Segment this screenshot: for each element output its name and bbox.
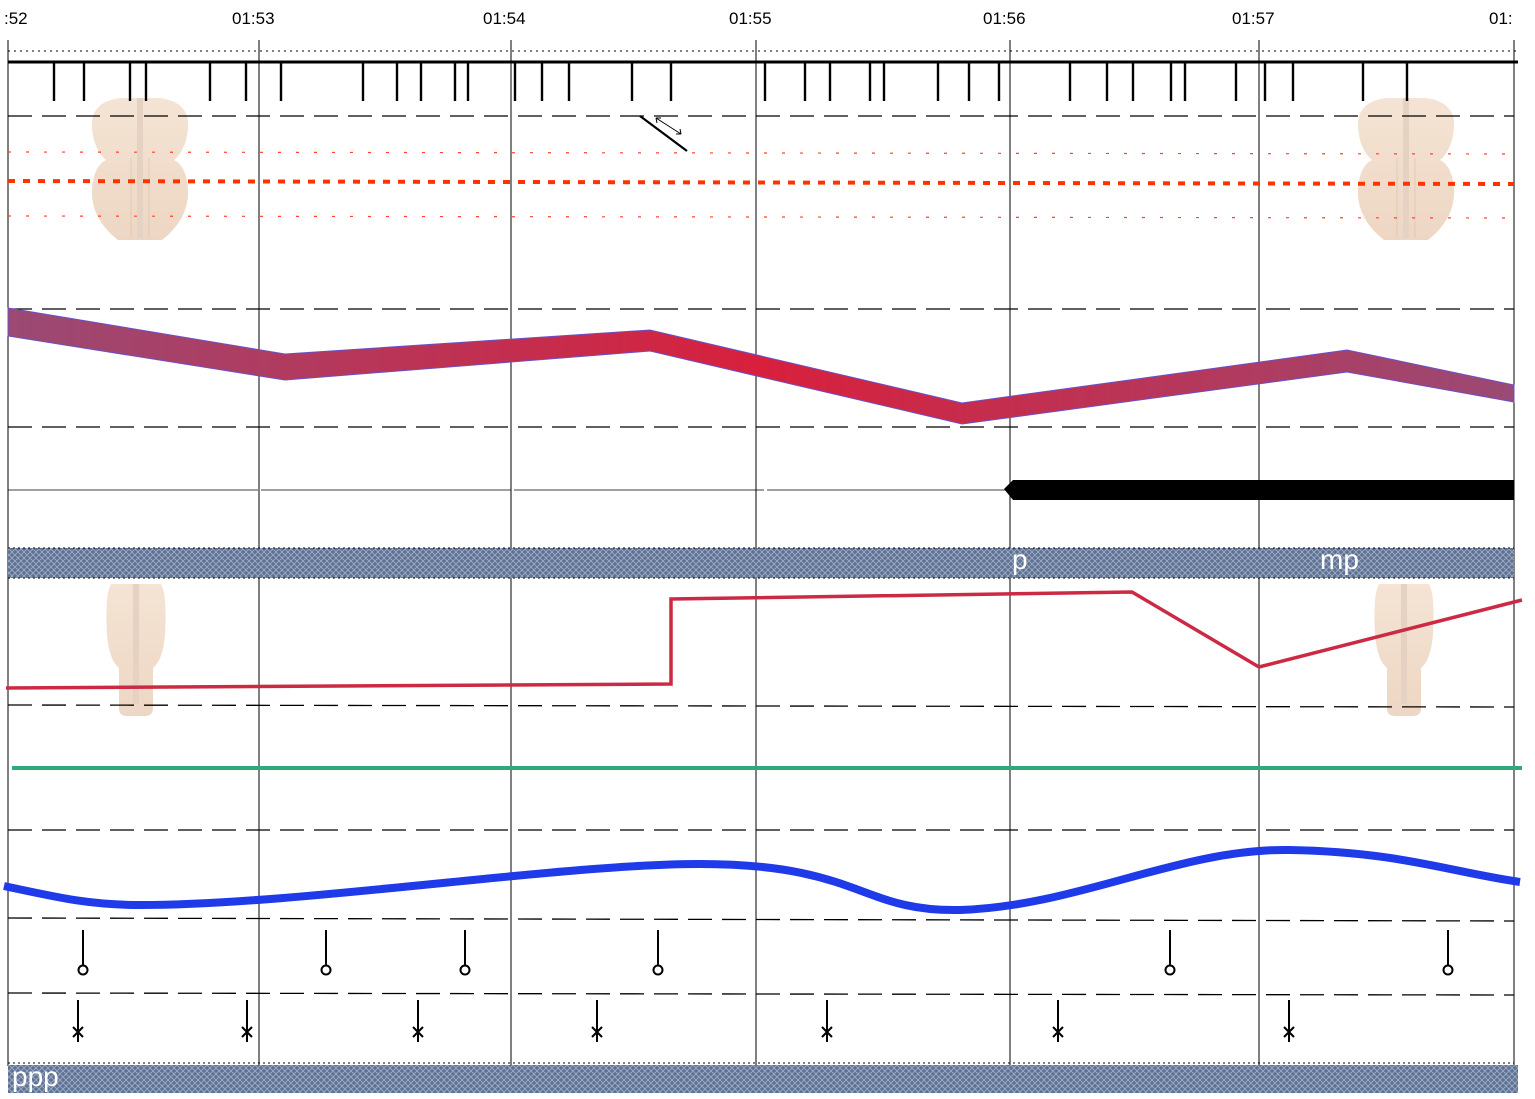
bottom-divider — [8, 1065, 1518, 1093]
dynamic-marking: p — [1012, 544, 1028, 575]
time-label: 01:54 — [483, 9, 526, 28]
time-label: 01:56 — [983, 9, 1026, 28]
time-label: 01: — [1489, 9, 1513, 28]
violin-icon — [91, 97, 189, 241]
time-label: 01:53 — [232, 9, 275, 28]
staff2-dashed-lines — [7, 704, 1515, 996]
staff-divider — [8, 548, 1514, 578]
dynamic-marking: mp — [1320, 544, 1359, 575]
time-label: 01:57 — [1232, 9, 1275, 28]
pulse-ticks — [52, 62, 1409, 101]
bowing-bar — [1004, 480, 1514, 500]
dynamic-marking: ppp — [12, 1061, 59, 1092]
harmonic-notes — [77, 930, 1454, 976]
arrow-gesture-icon — [639, 115, 688, 152]
contour-band — [7, 307, 1515, 425]
time-label: :52 — [4, 9, 28, 28]
cello-icon — [106, 584, 166, 716]
pitch-contour-line — [5, 590, 1523, 690]
violin-icon — [1357, 97, 1455, 241]
dynamic-curve — [3, 845, 1521, 915]
staff1-pitch-lines — [7, 151, 1515, 219]
time-label: 01:55 — [729, 9, 772, 28]
cello-icon — [1374, 584, 1434, 716]
staff1-dashed-lines — [8, 115, 1514, 428]
x-notes — [72, 1000, 1295, 1042]
timeline: :52 01:53 01:54 01:55 01:56 01:57 01: — [4, 9, 1513, 28]
